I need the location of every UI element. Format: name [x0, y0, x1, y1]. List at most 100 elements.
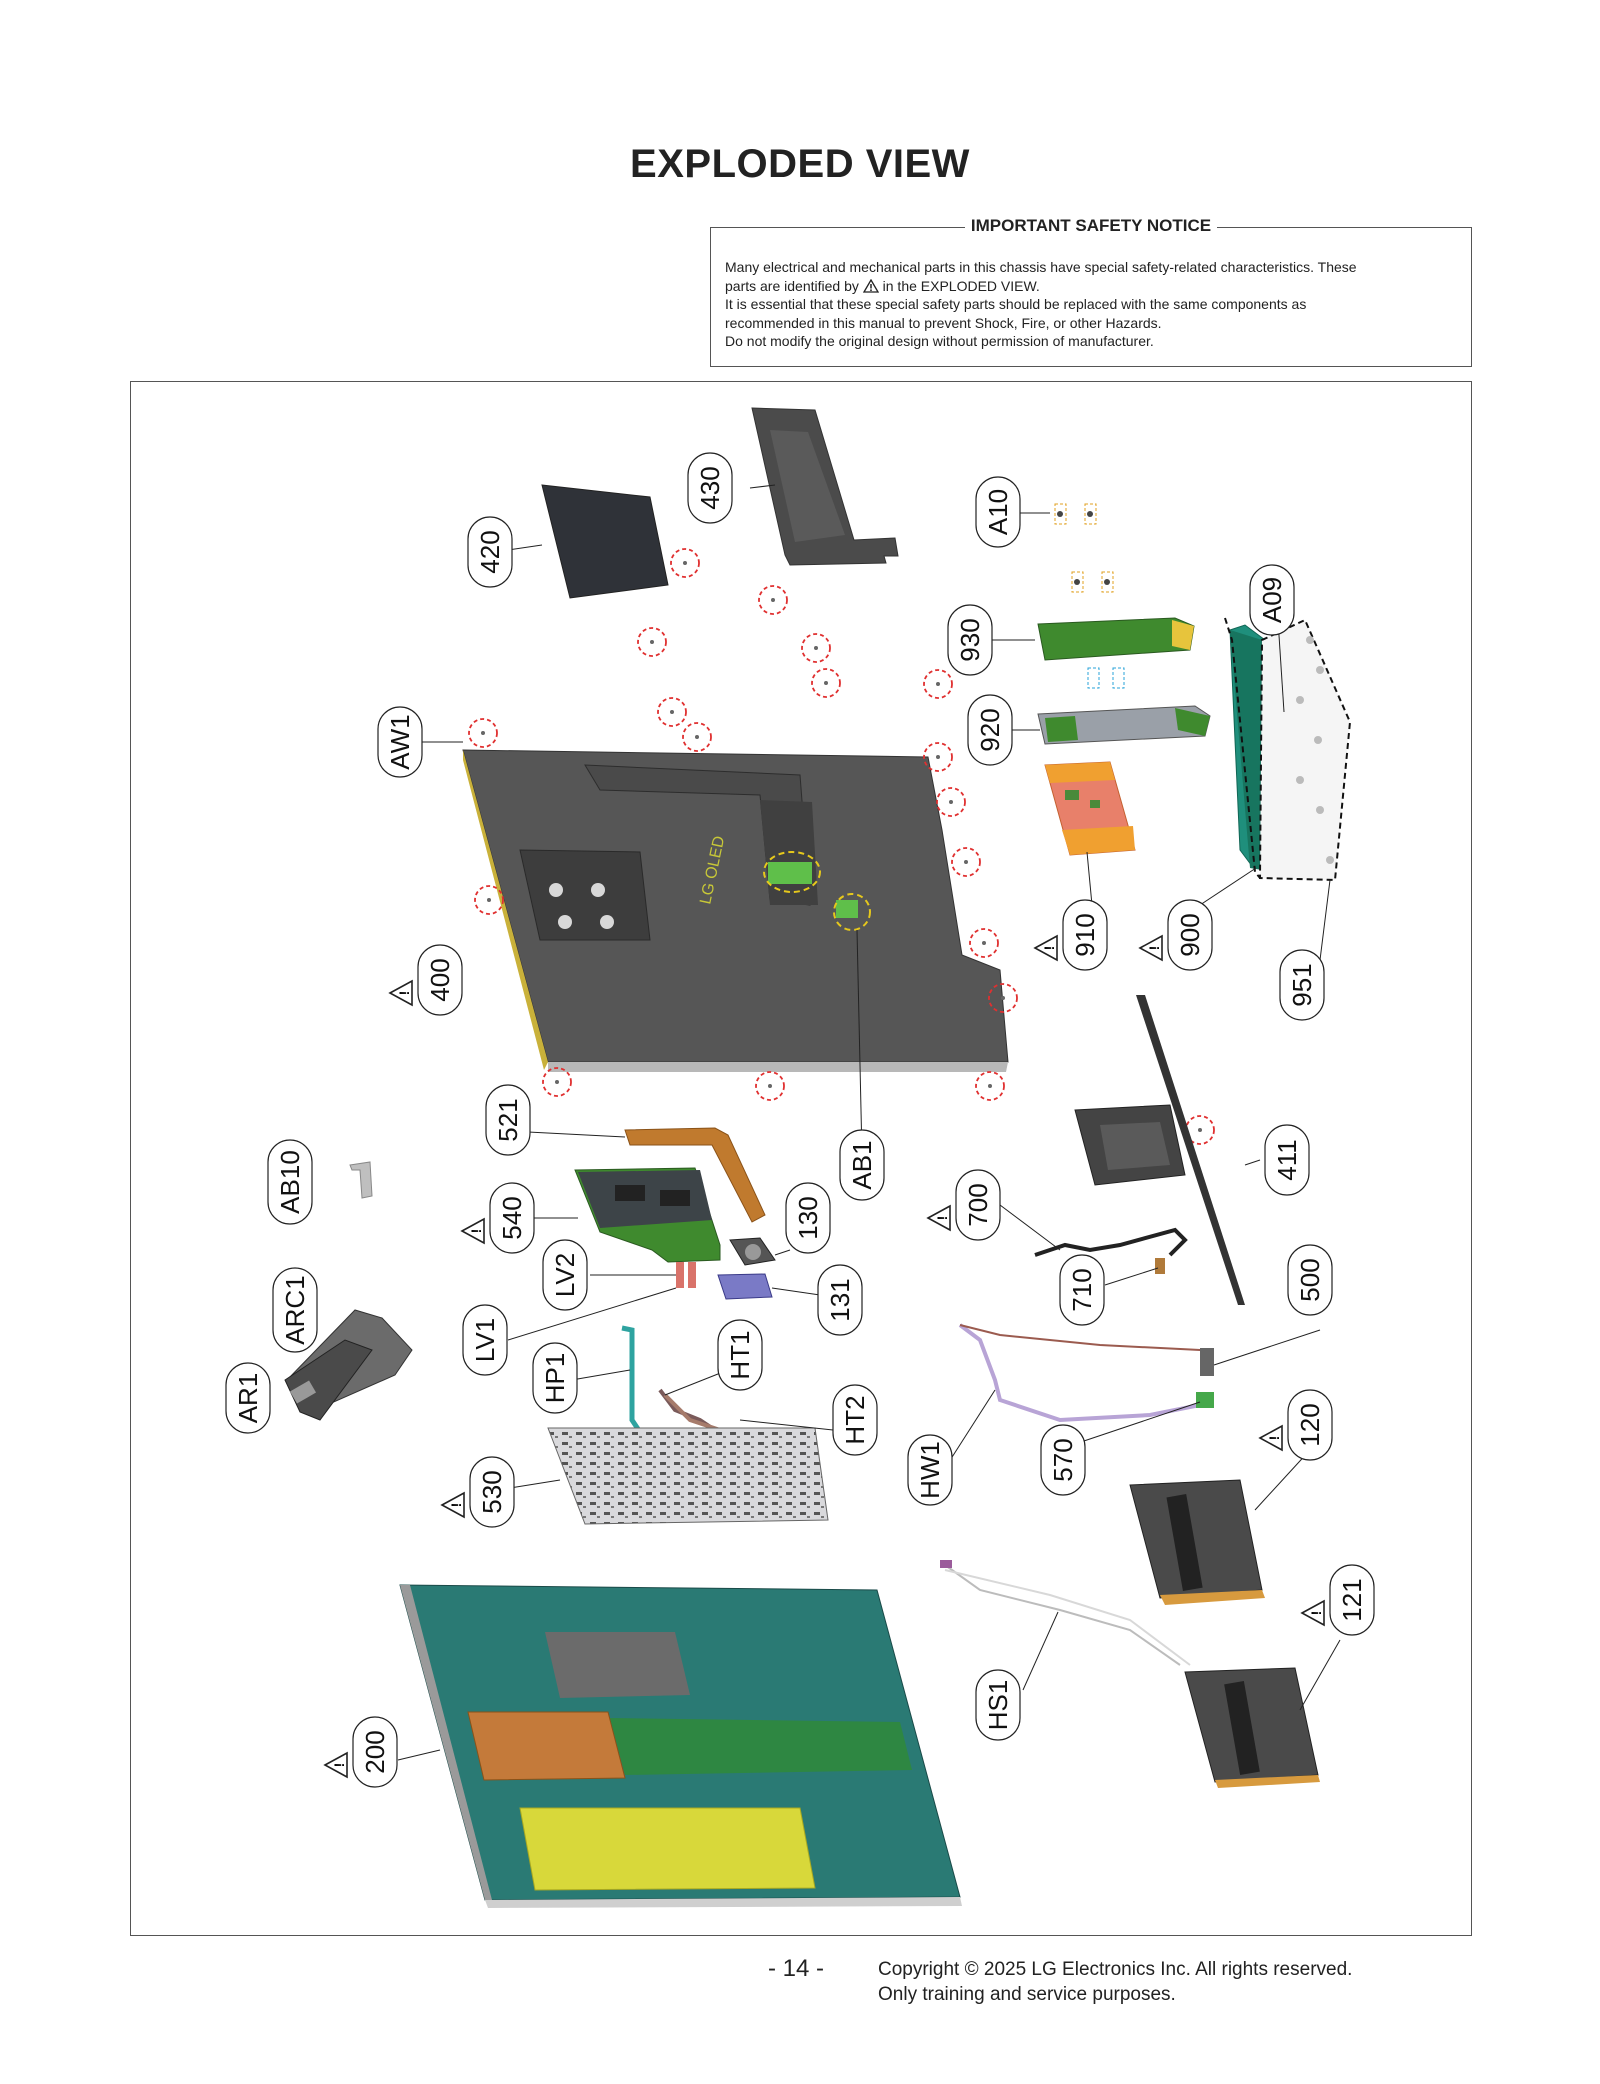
callout-930: 930	[947, 604, 993, 676]
callout-521: 521	[485, 1084, 531, 1156]
callout-label-920: 920	[975, 708, 1005, 751]
callout-aw1: AW1	[377, 706, 423, 778]
part-910-power-board	[1044, 761, 1136, 856]
callout-530: 530!	[440, 1456, 515, 1528]
callout-200: 200!	[323, 1716, 398, 1788]
warning-triangle-icon	[862, 278, 879, 293]
callout-label-120: 120	[1295, 1403, 1325, 1446]
screw-marker	[542, 1067, 572, 1097]
notice-line-5: Do not modify the original design withou…	[725, 333, 1154, 349]
copyright-line-2: Only training and service purposes.	[878, 1984, 1176, 2005]
screw-marker	[988, 983, 1018, 1013]
callout-label-430: 430	[695, 466, 725, 509]
svg-text:!: !	[1266, 1436, 1282, 1441]
callout-label-ar1: AR1	[233, 1373, 263, 1424]
svg-text:!: !	[331, 1763, 347, 1768]
screw-marker	[468, 718, 498, 748]
part-700-cable	[1034, 1227, 1188, 1257]
callout-951: 951	[1279, 949, 1325, 1021]
callout-570: 570	[1040, 1424, 1086, 1496]
warning-triangle-icon	[1300, 1599, 1325, 1627]
screw-marker	[969, 928, 999, 958]
part-710-connector	[1155, 1258, 1165, 1274]
part-540-main-board	[574, 1167, 721, 1263]
callout-hs1: HS1	[975, 1669, 1021, 1741]
screw-markers	[468, 548, 1215, 1145]
callout-leader-lines	[397, 484, 1341, 1761]
callout-label-hp1: HP1	[540, 1353, 570, 1404]
screw-marker	[923, 742, 953, 772]
callout-710: 710	[1059, 1254, 1105, 1326]
callout-label-500: 500	[1295, 1258, 1325, 1301]
callout-lv1: LV1	[462, 1304, 508, 1376]
screw-marker	[936, 787, 966, 817]
part-500-module	[1200, 1348, 1214, 1376]
part-130-fan	[729, 1237, 776, 1266]
warning-triangle-icon	[388, 979, 413, 1007]
part-530-board	[547, 1427, 829, 1525]
callout-910: 910!	[1033, 899, 1108, 971]
callout-label-930: 930	[955, 618, 985, 661]
part-LV2-cable	[676, 1262, 696, 1288]
callout-700: 700!	[926, 1169, 1001, 1241]
notice-line-2-before: parts are identified by	[725, 277, 859, 294]
callout-label-ht1: HT1	[725, 1330, 755, 1379]
warning-triangle-icon	[926, 1204, 951, 1232]
svg-text:!: !	[448, 1503, 464, 1508]
callout-label-arc1: ARC1	[280, 1275, 310, 1344]
part-420-cover-plate	[541, 484, 669, 599]
callout-120: 120!	[1258, 1389, 1333, 1461]
callout-ab10: AB10	[267, 1139, 313, 1225]
callout-ht2: HT2	[832, 1384, 878, 1456]
callout-ht1: HT1	[717, 1319, 763, 1391]
callout-label-lv2: LV2	[550, 1253, 580, 1297]
callout-label-530: 530	[477, 1470, 507, 1513]
callout-label-700: 700	[963, 1183, 993, 1226]
screw-marker	[975, 1071, 1005, 1101]
callout-label-200: 200	[360, 1730, 390, 1773]
callout-121: 121!	[1300, 1564, 1375, 1636]
screw-marker	[474, 885, 504, 915]
page-number: - 14 -	[768, 1955, 825, 1982]
callout-500: 500	[1287, 1244, 1333, 1316]
callout-label-420: 420	[475, 530, 505, 573]
callout-label-910: 910	[1070, 913, 1100, 956]
callout-label-521: 521	[493, 1098, 523, 1141]
part-900-panel-board	[1224, 617, 1269, 879]
part-930-speaker-bar	[1037, 617, 1195, 661]
callout-label-131: 131	[825, 1278, 855, 1321]
callout-label-570: 570	[1048, 1438, 1078, 1481]
safety-notice-text: Many electrical and mechanical parts in …	[725, 258, 1457, 351]
part-430-stand-cover	[751, 407, 899, 566]
callout-lv2: LV2	[542, 1239, 588, 1311]
callout-label-ht2: HT2	[840, 1395, 870, 1444]
svg-text:!: !	[396, 991, 412, 996]
warning-triangle-icon	[440, 1491, 465, 1519]
part-AB10-clip	[349, 1161, 373, 1199]
callout-label-900: 900	[1175, 913, 1205, 956]
part-121-speaker	[1184, 1667, 1320, 1788]
warning-triangle-icon	[1033, 934, 1058, 962]
callout-label-hs1: HS1	[983, 1680, 1013, 1731]
part-AR1-remote	[284, 1339, 373, 1421]
callout-540: 540!	[460, 1182, 535, 1254]
notice-line-2-after: in the EXPLODED VIEW.	[882, 277, 1040, 294]
screw-marker	[758, 585, 788, 615]
svg-text:!: !	[934, 1216, 950, 1221]
notice-line-1: Many electrical and mechanical parts in …	[725, 259, 1357, 275]
svg-text:!: !	[1146, 946, 1162, 951]
part-200-display-panel	[399, 1584, 962, 1908]
callout-label-ab10: AB10	[275, 1150, 305, 1214]
screw-marker	[811, 668, 841, 698]
part-A10-screws	[1054, 503, 1114, 593]
part-411-bracket	[1074, 995, 1245, 1305]
callout-920: 920	[967, 694, 1013, 766]
callout-420: 420	[467, 516, 513, 588]
screw-marker	[923, 669, 953, 699]
warning-triangle-icon	[1258, 1424, 1283, 1452]
screw-marker	[670, 548, 700, 578]
callout-430: 430	[687, 452, 733, 524]
callout-400: 400!	[388, 944, 463, 1016]
callout-131: 131	[817, 1264, 863, 1336]
part-HS1-cable	[940, 1560, 1191, 1666]
